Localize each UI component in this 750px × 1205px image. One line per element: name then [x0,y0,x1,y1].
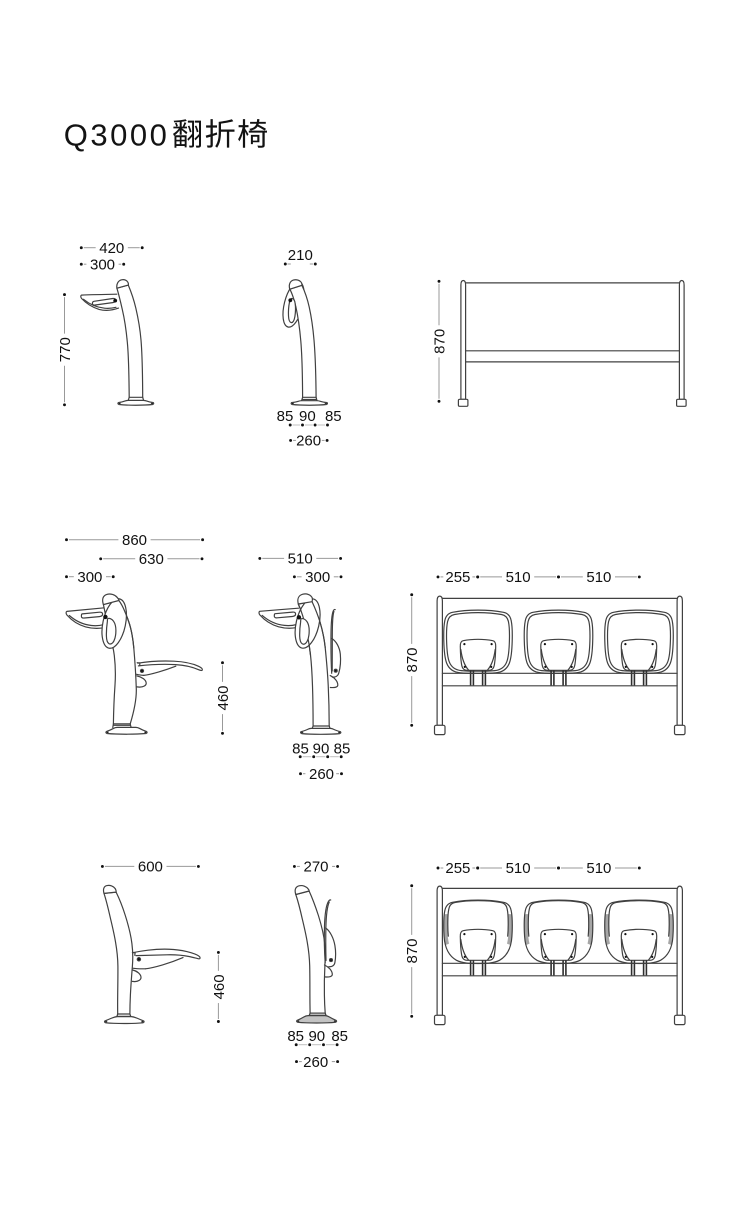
svg-text:420: 420 [99,240,124,257]
svg-text:85: 85 [277,408,294,425]
svg-text:300: 300 [305,569,330,586]
svg-text:510: 510 [586,569,611,586]
svg-text:510: 510 [506,860,531,877]
svg-text:460: 460 [215,685,232,710]
svg-text:260: 260 [303,1054,328,1071]
svg-text:255: 255 [445,569,470,586]
svg-text:630: 630 [139,551,164,568]
svg-text:870: 870 [404,647,421,672]
svg-text:90: 90 [299,408,316,425]
svg-text:510: 510 [506,569,531,586]
svg-text:255: 255 [445,860,470,877]
svg-text:600: 600 [138,859,163,876]
svg-text:90: 90 [308,1028,325,1045]
svg-text:90: 90 [313,741,330,758]
svg-text:460: 460 [211,974,228,999]
svg-text:510: 510 [586,860,611,877]
svg-text:860: 860 [122,532,147,549]
svg-text:85: 85 [331,1028,348,1045]
svg-text:510: 510 [288,551,313,568]
svg-text:85: 85 [334,741,351,758]
svg-text:870: 870 [404,938,421,963]
svg-text:210: 210 [288,247,313,264]
svg-text:260: 260 [309,766,334,783]
svg-text:85: 85 [292,741,309,758]
svg-text:85: 85 [325,408,342,425]
svg-text:300: 300 [77,569,102,586]
svg-text:770: 770 [57,337,74,362]
svg-text:85: 85 [287,1028,304,1045]
svg-text:260: 260 [296,433,321,450]
svg-text:300: 300 [90,256,115,273]
svg-text:870: 870 [432,329,449,354]
svg-text:270: 270 [303,859,328,876]
svg-text:Q3000: Q3000 [64,118,170,153]
